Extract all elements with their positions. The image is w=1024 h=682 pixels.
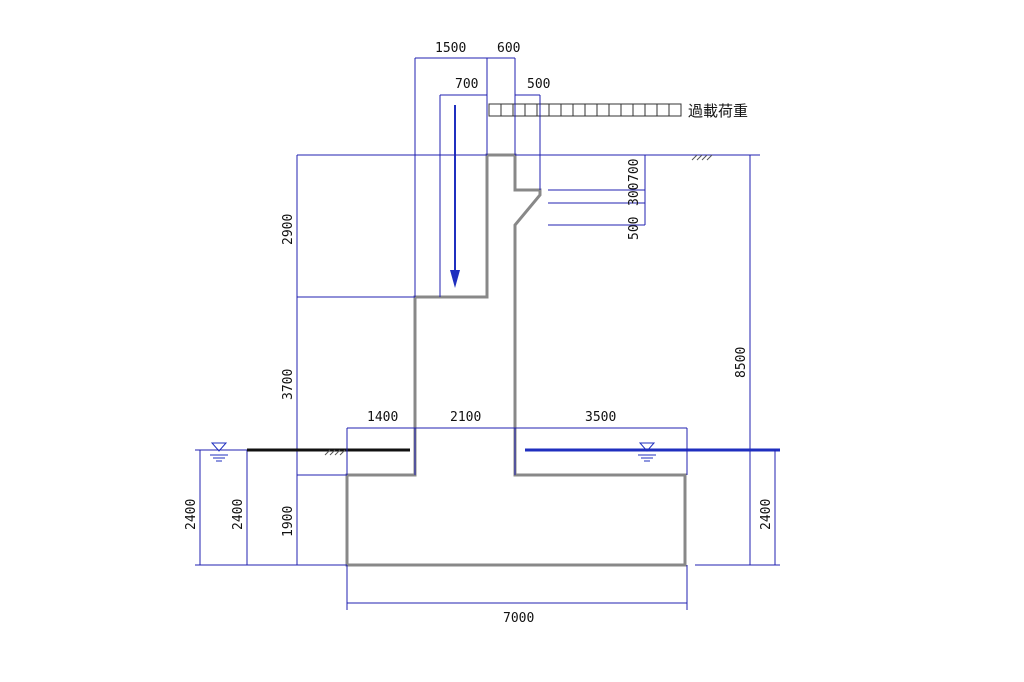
- top-dimension-lines: [414, 57, 541, 297]
- ground-hatch-left: [324, 449, 346, 456]
- dim-2400-left-b: 2400: [231, 499, 246, 530]
- dim-2100: 2100: [450, 410, 481, 425]
- dim-1900: 1900: [281, 506, 296, 537]
- water-table-symbol-right: [638, 442, 656, 462]
- dim-300-right: 300: [627, 183, 642, 206]
- surcharge-load: [488, 103, 682, 117]
- dim-1500: 1500: [435, 41, 466, 56]
- base-width-dimension: [346, 565, 688, 610]
- dim-1400: 1400: [367, 410, 398, 425]
- dim-500-top: 500: [527, 77, 550, 92]
- dim-500-right: 500: [627, 217, 642, 240]
- total-height-dimension: [695, 155, 780, 566]
- dim-2400-right: 2400: [759, 499, 774, 530]
- dim-3700: 3700: [281, 369, 296, 400]
- dim-600: 600: [497, 41, 520, 56]
- dim-2400-left-a: 2400: [184, 499, 199, 530]
- left-dimension-lines: [195, 154, 487, 566]
- wall-structure-outline: [345, 153, 687, 567]
- base-dimension-lines: [346, 427, 688, 475]
- dim-700-right: 700: [627, 159, 642, 182]
- dim-3500: 3500: [585, 410, 616, 425]
- dim-700-top: 700: [455, 77, 478, 92]
- right-small-dimension-lines: [515, 154, 760, 226]
- ground-hatch-top: [691, 154, 713, 161]
- water-table-symbol-left: [210, 442, 228, 462]
- load-arrow: [450, 105, 460, 288]
- surcharge-label: 過載荷重: [688, 102, 748, 120]
- dim-8500: 8500: [734, 347, 749, 378]
- dim-2900: 2900: [281, 214, 296, 245]
- dim-7000: 7000: [503, 611, 534, 626]
